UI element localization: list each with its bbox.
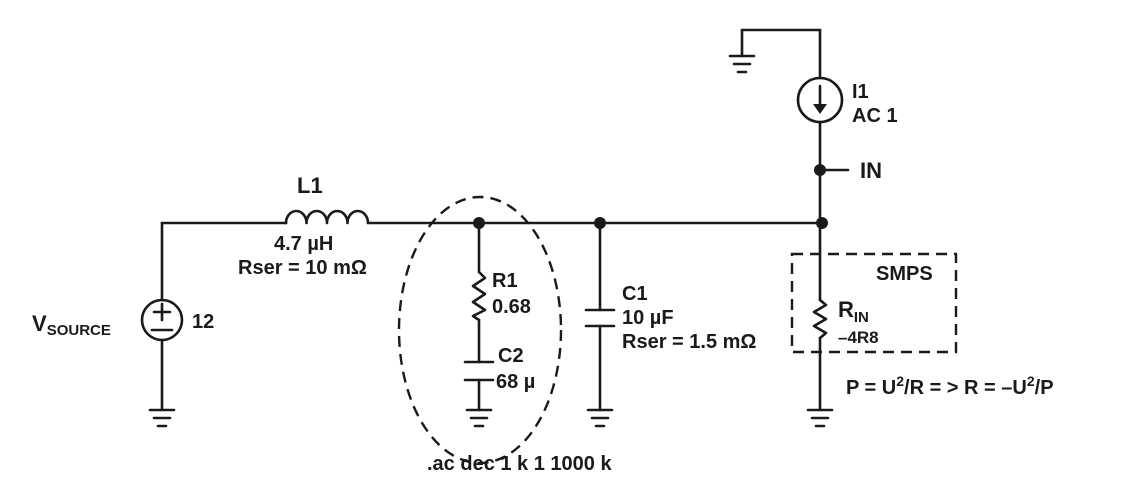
- ground-c1-icon: [586, 408, 614, 428]
- vsource-polarity-icon: [150, 302, 174, 332]
- vsource-value: 12: [192, 311, 214, 333]
- ac-analysis-directive: .ac dec 1 k 1 1000 k: [427, 453, 612, 475]
- vsource-label-main: V: [32, 311, 47, 336]
- smps-boundary-box: [790, 252, 958, 354]
- resistor-rin-symbol: [812, 298, 828, 340]
- right-branch-wires: [740, 28, 822, 412]
- power-formula-part-b: /R = > R = –U: [904, 377, 1027, 399]
- capacitor-c1-name: C1: [622, 283, 648, 305]
- capacitor-c2-symbol: [463, 360, 495, 382]
- power-formula-exp-1: 2: [896, 373, 904, 389]
- junction-dot-bus-end: [816, 217, 828, 229]
- resistor-rin-value: –4R8: [838, 328, 879, 347]
- capacitor-c1-value: 10 µF: [622, 307, 674, 329]
- power-formula-part-c: /P: [1035, 377, 1054, 399]
- vsource-label-sub: SOURCE: [47, 322, 111, 339]
- inductor-l1-name: L1: [297, 173, 323, 198]
- smps-label: SMPS: [876, 263, 933, 285]
- current-source-i1-value: AC 1: [852, 105, 898, 127]
- resistor-rin-name-main: R: [838, 297, 854, 322]
- power-formula-part-a: P = U: [846, 377, 896, 399]
- resistor-rin-name-sub: IN: [854, 309, 869, 326]
- resistor-r1-value: 0.68: [492, 296, 531, 318]
- inductor-l1-value: 4.7 µH: [274, 233, 333, 255]
- capacitor-c2-name: C2: [498, 345, 524, 367]
- ground-vsource-icon: [148, 408, 176, 428]
- inductor-l1-rser: Rser = 10 mΩ: [238, 257, 367, 279]
- resistor-rin-name: RIN: [838, 297, 869, 326]
- resistor-r1-symbol: [471, 270, 487, 322]
- vsource-label: VSOURCE: [32, 311, 111, 339]
- capacitor-c2-value: 68 µ: [496, 371, 535, 393]
- ground-smps-icon: [806, 408, 834, 428]
- vsource-branch: [140, 221, 184, 412]
- resistor-r1-name: R1: [492, 270, 518, 292]
- capacitor-c1-rser: Rser = 1.5 mΩ: [622, 331, 756, 353]
- current-source-i1-name: I1: [852, 81, 869, 103]
- ground-c2-icon: [465, 408, 493, 428]
- capacitor-c1-symbol: [584, 308, 616, 328]
- current-source-i1-symbol: [796, 76, 844, 124]
- damping-network-highlight: [397, 195, 563, 465]
- ground-top-icon: [728, 54, 756, 74]
- power-formula-exp-2: 2: [1027, 373, 1035, 389]
- power-formula: P = U2/R = > R = –U2/P: [846, 373, 1054, 399]
- inductor-l1-symbol: [284, 209, 370, 225]
- net-label-in: IN: [860, 158, 882, 183]
